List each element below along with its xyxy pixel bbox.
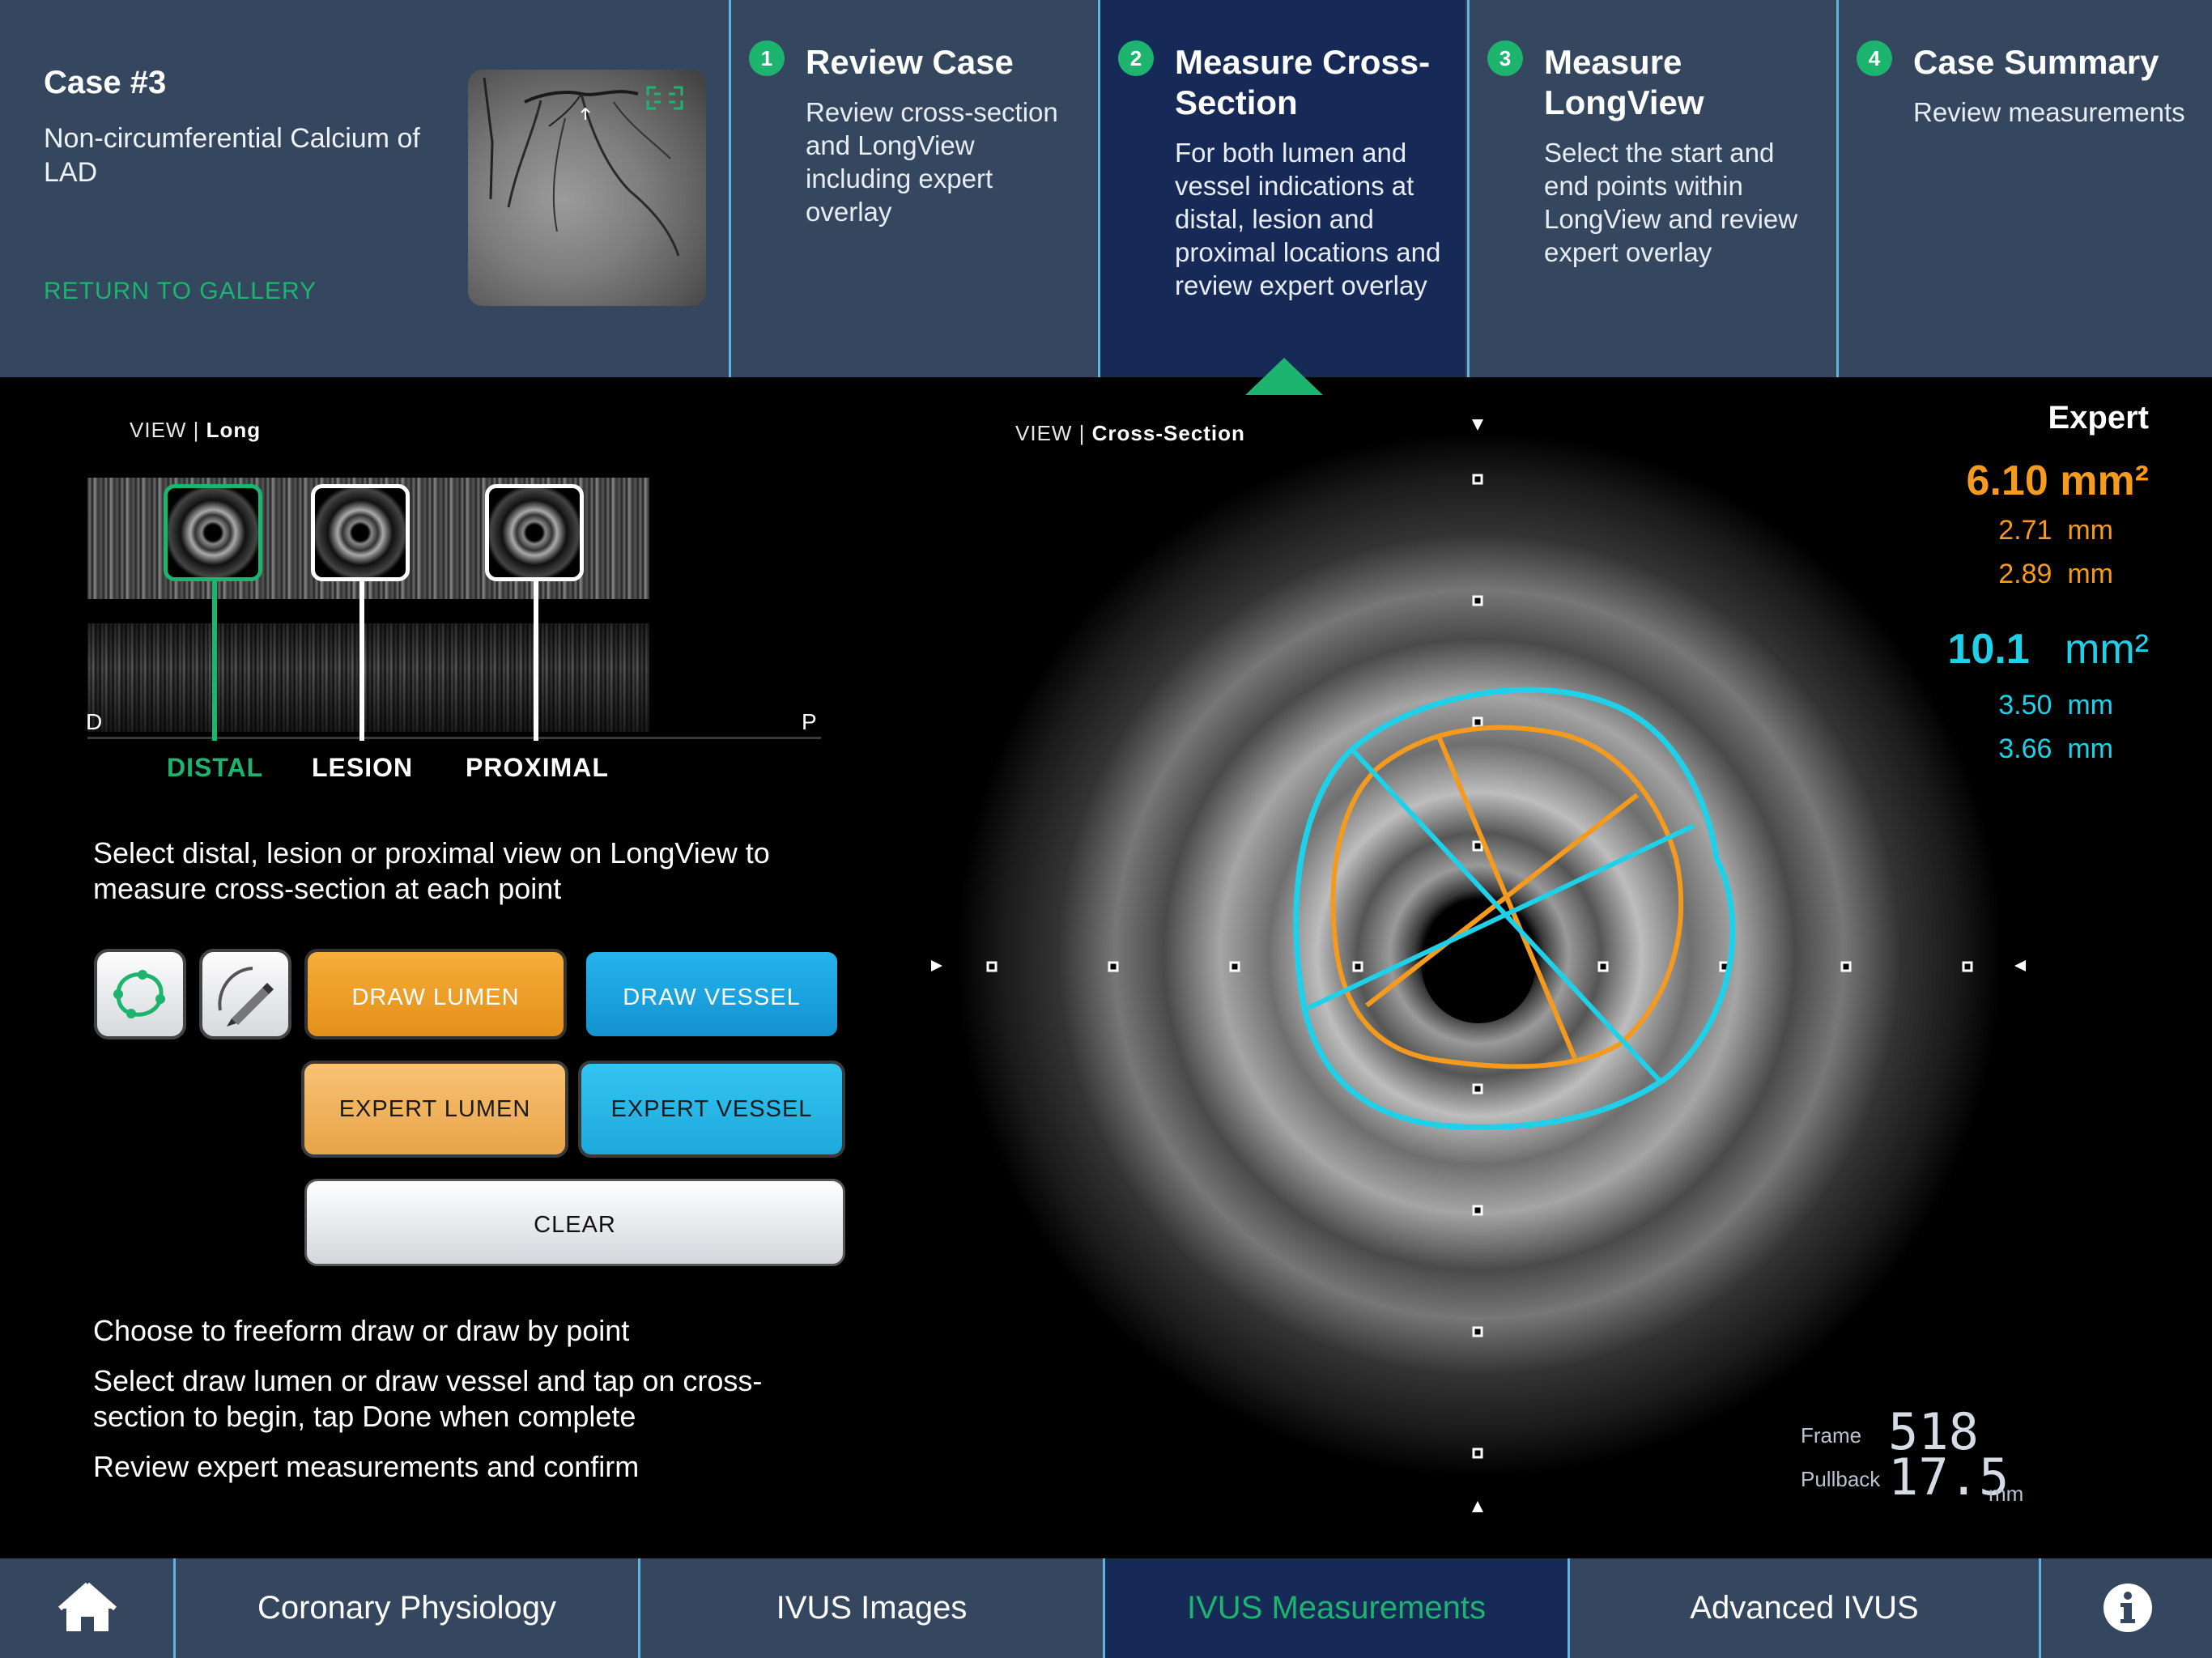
expert-lumen-button[interactable]: EXPERT LUMEN [301, 1061, 568, 1158]
instruction-draw-mode: Choose to freeform draw or draw by point [93, 1314, 630, 1347]
lumen-d1-value: 2.71 [1998, 515, 2052, 546]
bottom-navigation: Coronary Physiology IVUS Images IVUS Mea… [0, 1558, 2212, 1658]
marker-label-proximal[interactable]: PROXIMAL [466, 753, 609, 782]
return-to-gallery-link[interactable]: RETURN TO GALLERY [44, 278, 317, 304]
nav-ivus-images[interactable]: IVUS Images [638, 1558, 1103, 1658]
step-measure-longview[interactable]: 3 Measure LongView Select the start and … [1467, 0, 1835, 377]
top-orientation-marker [1472, 419, 1483, 431]
step-number-badge: 2 [1118, 40, 1154, 76]
pullback-value: 17.5 [1888, 1448, 2010, 1507]
lesion-marker-line[interactable] [359, 579, 364, 741]
expert-vessel-area: 10.1 mm² [1947, 625, 2149, 674]
step-case-summary[interactable]: 4 Case Summary Review measurements [1836, 0, 2212, 377]
lumen-area-unit: mm² [2060, 457, 2149, 504]
vessel-d1-value: 3.50 [1998, 690, 2052, 721]
step-number-badge: 1 [749, 40, 785, 76]
unit-mm: mm [2067, 559, 2113, 589]
nav-home[interactable] [0, 1558, 173, 1658]
lesion-frame-thumbnail[interactable] [311, 484, 410, 581]
left-orientation-marker [931, 960, 942, 971]
angiogram-vessels [483, 77, 683, 257]
step-review-case[interactable]: 1 Review Case Review cross-section and L… [729, 0, 1096, 377]
proximal-frame-thumbnail[interactable] [485, 484, 584, 581]
instruction-draw-steps: Select draw lumen or draw vessel and tap… [93, 1364, 763, 1433]
expert-vessel-diameter-1: 3.50 mm [1998, 690, 2149, 721]
long-view-label: VIEW | Long [130, 418, 262, 442]
ivus-cross-section-image[interactable] [957, 432, 2001, 1477]
distal-marker-line[interactable] [212, 579, 217, 741]
vessel-area-value: 10.1 [1947, 626, 2030, 673]
step-description: Review measurements [1913, 97, 2185, 127]
proximal-marker-line[interactable] [534, 579, 538, 741]
active-step-pointer [1245, 358, 1323, 395]
draw-lumen-button[interactable]: DRAW LUMEN [304, 949, 567, 1039]
view-name: Cross-Section [1091, 421, 1245, 445]
longview-distal-end: D [86, 709, 103, 734]
longview-bottom-strip [87, 623, 649, 732]
right-orientation-marker [2014, 960, 2026, 971]
cross-section-view-label: VIEW | Cross-Section [1015, 421, 1245, 445]
step-title: Measure LongView [1544, 43, 1704, 121]
pullback-unit: mm [1989, 1482, 2024, 1506]
nav-coronary-physiology[interactable]: Coronary Physiology [173, 1558, 638, 1658]
step-measure-cross-section[interactable]: 2 Measure Cross-Section For both lumen a… [1098, 0, 1465, 377]
expert-vessel-diameter-2: 3.66 mm [1998, 733, 2149, 765]
step-title: Review Case [806, 43, 1014, 81]
unit-mm: mm [2067, 515, 2113, 546]
lumen-area-value: 6.10 [1966, 457, 2048, 504]
angiogram-thumbnail[interactable] [468, 70, 706, 306]
clear-button[interactable]: CLEAR [304, 1179, 845, 1266]
step-description: Select the start and end points within L… [1544, 138, 1798, 267]
distal-frame-thumbnail[interactable] [164, 484, 262, 581]
case-panel: Case #3 Non-circumferential Calcium of L… [0, 0, 729, 377]
step-description: Review cross-section and LongView includ… [806, 97, 1058, 227]
step-description: For both lumen and vessel indications at… [1175, 138, 1441, 300]
instruction-select-view: Select distal, lesion or proximal view o… [93, 836, 770, 905]
info-icon [2104, 1584, 2152, 1632]
frame-value: 518 [1888, 1402, 1979, 1461]
case-description: Non-circumferential Calcium of LAD [44, 123, 420, 188]
pencil-icon [218, 967, 274, 1027]
step-number-badge: 4 [1857, 40, 1892, 76]
freeform-draw-tool-button[interactable] [199, 949, 291, 1039]
view-prefix: VIEW [130, 418, 187, 442]
longview-proximal-end: P [802, 709, 817, 734]
header: Case #3 Non-circumferential Calcium of L… [0, 0, 2212, 377]
step-number-badge: 3 [1487, 40, 1523, 76]
expert-lumen-diameter-1: 2.71 mm [1998, 515, 2149, 546]
nav-ivus-measurements[interactable]: IVUS Measurements [1103, 1558, 1568, 1658]
view-name: Long [206, 418, 262, 442]
point-draw-icon [113, 970, 165, 1018]
fullscreen-icon [646, 86, 683, 110]
longview-axis [87, 737, 821, 739]
nav-info[interactable] [2039, 1558, 2212, 1658]
case-title: Case #3 [44, 65, 167, 100]
home-icon [58, 1582, 117, 1631]
lumen-d2-value: 2.89 [1998, 559, 2052, 589]
expert-vessel-button[interactable]: EXPERT VESSEL [578, 1061, 845, 1158]
view-prefix: VIEW [1015, 421, 1073, 445]
step-title: Case Summary [1913, 43, 2159, 81]
pullback-label: Pullback [1801, 1467, 1881, 1491]
unit-mm: mm [2067, 690, 2113, 721]
draw-vessel-button[interactable]: DRAW VESSEL [583, 949, 840, 1039]
marker-label-distal[interactable]: DISTAL [167, 753, 264, 782]
expert-lumen-area: 6.10 mm² [1967, 457, 2149, 505]
frame-label: Frame [1801, 1423, 1862, 1448]
bottom-orientation-marker [1472, 1501, 1483, 1512]
nav-advanced-ivus[interactable]: Advanced IVUS [1568, 1558, 2039, 1658]
expert-title: Expert [2048, 400, 2150, 436]
instruction-review: Review expert measurements and confirm [93, 1450, 640, 1483]
vessel-area-unit: mm² [2065, 626, 2149, 673]
point-draw-tool-button[interactable] [94, 949, 186, 1039]
expert-lumen-diameter-2: 2.89 mm [1998, 559, 2149, 590]
unit-mm: mm [2067, 733, 2113, 764]
vessel-d2-value: 3.66 [1998, 733, 2052, 764]
step-title: Measure Cross-Section [1175, 43, 1431, 121]
marker-label-lesion[interactable]: LESION [312, 753, 414, 782]
